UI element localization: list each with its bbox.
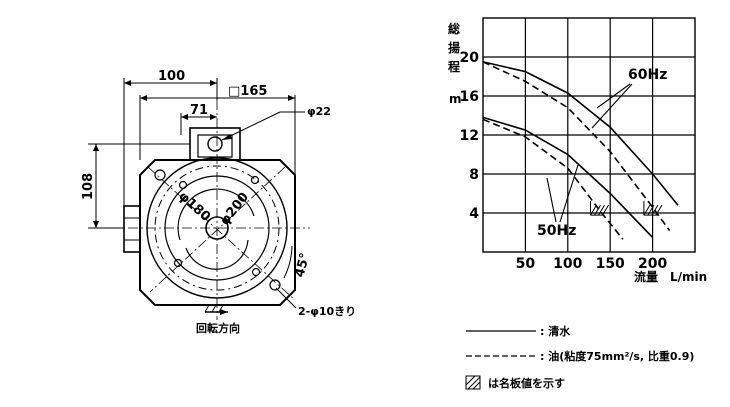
dim-phi180: φ180 xyxy=(175,189,213,225)
y-axis-unit: m xyxy=(449,92,462,106)
y-tick-label: 12 xyxy=(460,128,479,144)
dim-phi22: φ22 xyxy=(307,105,331,118)
dim-100: 100 xyxy=(158,69,185,84)
pump-drawing-labels: 100 □165 71 φ22 108 φ180 φ200 45° 2-φ10き… xyxy=(81,69,356,335)
circle-inner-arc-b xyxy=(185,239,249,270)
series-60hz-oil xyxy=(482,61,671,232)
dim-holes: 2-φ10きり xyxy=(298,305,356,318)
chart-rated-points xyxy=(589,201,663,216)
y-axis-label-char-3: 程 xyxy=(448,59,460,74)
y-tick-label: 16 xyxy=(460,89,479,105)
terminal-circle xyxy=(207,136,223,152)
rotation-arrow-icon xyxy=(204,304,228,315)
y-tick-label: 20 xyxy=(460,50,480,66)
y-tick-label: 4 xyxy=(469,206,479,222)
legend: : 清水 : 油(粘度75mm²/s, 比重0.9) は名板値を示す xyxy=(465,324,694,390)
y-axis-label-char-1: 総 xyxy=(448,21,460,36)
pump-drawing xyxy=(88,78,310,320)
series-50hz-water xyxy=(482,116,654,238)
annotation-leaders xyxy=(546,83,633,223)
x-tick-label: 150 xyxy=(596,256,625,272)
x-tick-label: 50 xyxy=(516,256,536,272)
dim-45deg: 45° xyxy=(292,251,313,279)
annotation-60hz: 60Hz xyxy=(628,67,667,83)
dim-108: 108 xyxy=(81,173,96,200)
circle-inner-arc-a xyxy=(177,188,255,241)
x-axis-label: 流量 xyxy=(634,269,658,284)
arrow-heads xyxy=(93,80,295,228)
rated-point-hatch-1 xyxy=(643,201,663,216)
chart-tick-labels: 50 100 150 200 4 8 12 16 20 xyxy=(460,50,668,272)
dim-165: □165 xyxy=(228,84,267,99)
rotation-label: 回転方向 xyxy=(196,321,240,335)
chart-series xyxy=(482,61,679,240)
dim-phi200: φ200 xyxy=(217,190,252,229)
x-tick-label: 200 xyxy=(638,256,667,272)
y-axis-label-char-2: 揚 xyxy=(448,40,460,55)
side-stub xyxy=(123,205,141,253)
x-tick-label: 100 xyxy=(553,256,582,272)
legend-oil: : 油(粘度75mm²/s, 比重0.9) xyxy=(540,349,694,363)
center-lines xyxy=(110,100,310,320)
chart-frame: 50 100 150 200 4 8 12 16 20 xyxy=(460,17,696,272)
series-60hz-water xyxy=(482,61,679,206)
motor-body-outline xyxy=(139,159,296,306)
rated-point-hatch-0 xyxy=(589,201,609,216)
legend-rated: は名板値を示す xyxy=(488,376,565,390)
terminal-box-inner xyxy=(197,134,233,158)
y-tick-label: 8 xyxy=(469,167,479,183)
legend-water: : 清水 xyxy=(540,324,571,338)
legend-hatch-icon xyxy=(465,375,481,390)
x-axis-unit: L/min xyxy=(670,270,707,284)
chart-grid xyxy=(483,18,695,252)
series-50hz-oil xyxy=(482,118,624,240)
dim-lines xyxy=(88,78,305,309)
annotation-50hz: 50Hz xyxy=(537,223,576,239)
dim-71: 71 xyxy=(190,103,208,118)
